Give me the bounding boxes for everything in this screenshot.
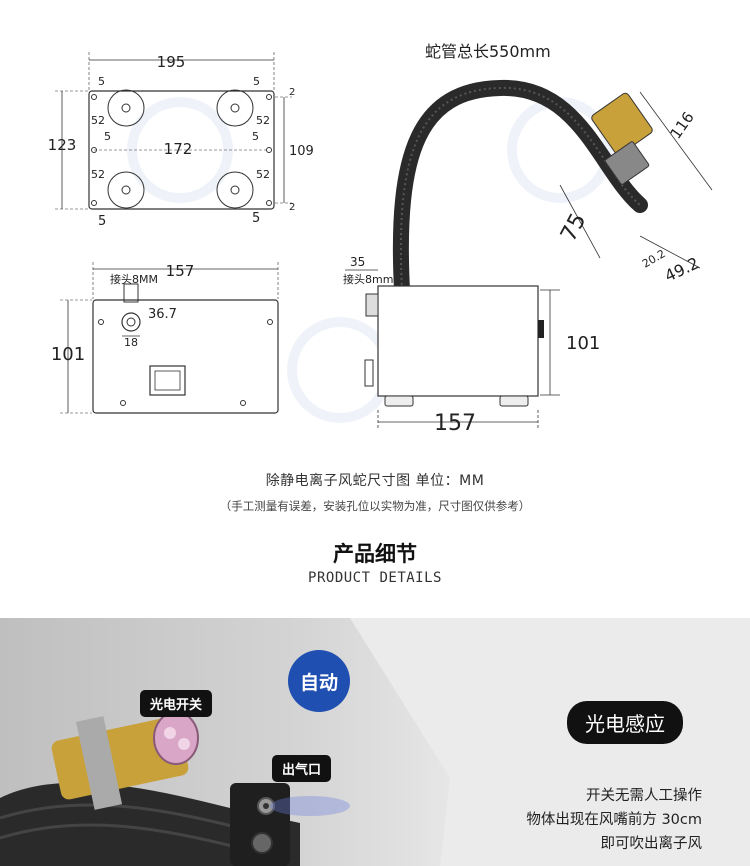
front-height-label: 101 bbox=[51, 344, 85, 365]
hole-span-y-label: 109 bbox=[289, 144, 314, 159]
top-width-label: 195 bbox=[157, 53, 186, 71]
front-connector-width-label: 18 bbox=[124, 336, 138, 349]
side-box-height-label: 101 bbox=[566, 333, 600, 354]
photo-sensor-image bbox=[51, 711, 199, 810]
foot-tl-label: 52 bbox=[91, 114, 105, 127]
product-photo bbox=[0, 618, 750, 866]
photoelectric-sensing-tag: 光电感应 bbox=[567, 701, 683, 744]
product-illustration bbox=[0, 618, 750, 866]
feature-line: 开关无需人工操作 bbox=[586, 788, 702, 804]
drawing-note: （手工测量有误差，安装孔位以实物为准，尺寸图仅供参考） bbox=[219, 499, 531, 513]
hose-length-label: 蛇管总长550mm bbox=[425, 42, 551, 61]
foot-br-label: 52 bbox=[256, 168, 270, 181]
air-outlet-tag: 出气口 bbox=[272, 755, 332, 782]
front-view bbox=[60, 262, 279, 414]
margin-tl-label: 5 bbox=[98, 75, 105, 88]
air-outlet-image bbox=[230, 783, 350, 866]
margin-ml-label: 5 bbox=[104, 130, 111, 143]
hole-span-x-label: 172 bbox=[164, 140, 193, 158]
feature-line: 物体出现在风嘴前方 30cm bbox=[526, 812, 702, 828]
hose-image bbox=[0, 782, 300, 866]
nozzle-length-label: 116 bbox=[667, 109, 698, 143]
front-width-label: 157 bbox=[166, 262, 195, 280]
top-view bbox=[55, 52, 292, 210]
auto-badge: 自动 bbox=[288, 650, 350, 712]
side-connector-offset-label: 35 bbox=[350, 255, 365, 269]
edge-top-label: 2 bbox=[289, 87, 295, 98]
nozzle-rise-label: 75 bbox=[556, 209, 591, 245]
foot-bl-label: 52 bbox=[91, 168, 105, 181]
section-title: 产品细节 bbox=[333, 542, 417, 566]
margin-mr-label: 5 bbox=[252, 130, 259, 143]
edge-bottom-label: 2 bbox=[289, 202, 295, 213]
drawing-title: 除静电离子风蛇尺寸图 单位：MM bbox=[265, 473, 485, 489]
foot-tr-label: 52 bbox=[256, 114, 270, 127]
feature-line: 即可吹出离子风 bbox=[600, 836, 703, 852]
margin-br-label: 5 bbox=[252, 211, 260, 226]
margin-tr-label: 5 bbox=[253, 75, 260, 88]
nozzle-diameter-label: 49.2 bbox=[662, 253, 702, 285]
front-connector-label: 接头8MM bbox=[110, 273, 158, 286]
front-connector-height-label: 36.7 bbox=[148, 307, 177, 322]
dimension-drawing: 195 123 172 109 5 5 5 5 5 5 2 2 52 52 52… bbox=[48, 42, 713, 436]
margin-bl-label: 5 bbox=[98, 214, 106, 229]
side-view bbox=[345, 79, 713, 430]
side-connector-label: 接头8mm bbox=[343, 273, 393, 286]
section-subtitle: PRODUCT DETAILS bbox=[308, 570, 442, 586]
side-box-width-label: 157 bbox=[434, 411, 476, 436]
top-height-label: 123 bbox=[48, 136, 77, 154]
photo-sensor-tag: 光电开关 bbox=[140, 690, 213, 717]
